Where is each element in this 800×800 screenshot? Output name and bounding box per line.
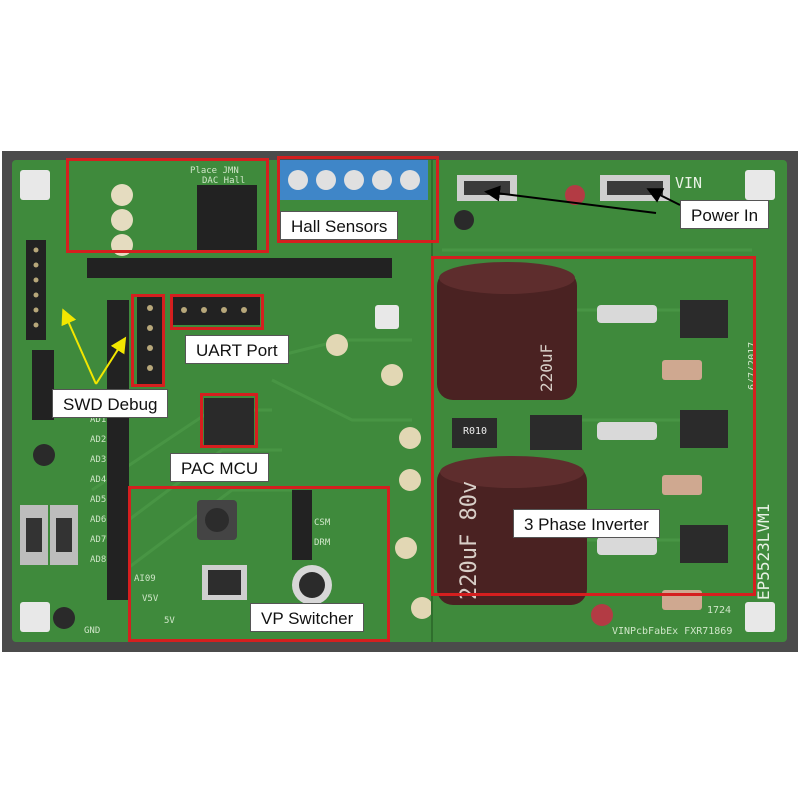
label-vp-switcher: VP Switcher bbox=[250, 603, 365, 632]
silk-v5v: V5V bbox=[142, 594, 159, 604]
silk-place-jmn: Place JMN bbox=[190, 166, 239, 176]
pin-label: AD7 bbox=[90, 535, 107, 545]
silk-vin-bottom: VIN bbox=[612, 626, 631, 637]
pin-label: AD8 bbox=[90, 555, 107, 565]
silk-ai09: AI09 bbox=[134, 574, 156, 584]
silk-dac-hall: DAC Hall bbox=[202, 176, 246, 186]
silk-drm: DRM bbox=[314, 538, 331, 548]
label-uart-port: UART Port bbox=[185, 335, 289, 364]
silk-r010: R010 bbox=[463, 426, 488, 437]
label-hall-sensors: Hall Sensors bbox=[280, 211, 399, 240]
silk-gnd: GND bbox=[84, 626, 101, 636]
hall-sensors-box bbox=[277, 156, 439, 243]
silk-5v: 5V bbox=[164, 616, 175, 626]
pin-label: AD2 bbox=[90, 435, 107, 445]
pin-label: AD5 bbox=[90, 495, 107, 505]
silk-csm: CSM bbox=[314, 518, 331, 528]
silk-vin-top: VIN bbox=[675, 174, 703, 192]
silk-1724: 1724 bbox=[707, 605, 732, 616]
hall-sensor-header-box bbox=[66, 158, 269, 253]
pin-label: AD1 bbox=[90, 415, 107, 425]
label-pac-mcu: PAC MCU bbox=[170, 453, 270, 482]
pin-label: AD6 bbox=[90, 515, 107, 525]
pcb-artwork bbox=[20, 160, 775, 642]
capacitor-bottom bbox=[437, 465, 587, 605]
three-phase-inverter-box bbox=[431, 256, 756, 596]
label-three-phase-inverter: 3 Phase Inverter bbox=[513, 509, 660, 538]
silk-board-id: EP5523LVM1 bbox=[754, 503, 773, 600]
label-swd-debug: SWD Debug bbox=[52, 389, 169, 418]
pin-label: AD3 bbox=[90, 455, 107, 465]
mcu-chip bbox=[204, 398, 254, 446]
pin-label: AD4 bbox=[90, 475, 107, 485]
capacitor-top bbox=[437, 270, 577, 400]
uart-port-box bbox=[170, 294, 264, 330]
mounting-holes bbox=[20, 170, 775, 632]
silk-fab: PcbFabEx FXR71869 bbox=[630, 626, 733, 637]
label-power-in: Power In bbox=[680, 200, 770, 229]
pac-mcu-box bbox=[200, 393, 258, 448]
vp-switcher-box bbox=[128, 486, 390, 642]
swd-debug-box bbox=[131, 294, 165, 387]
